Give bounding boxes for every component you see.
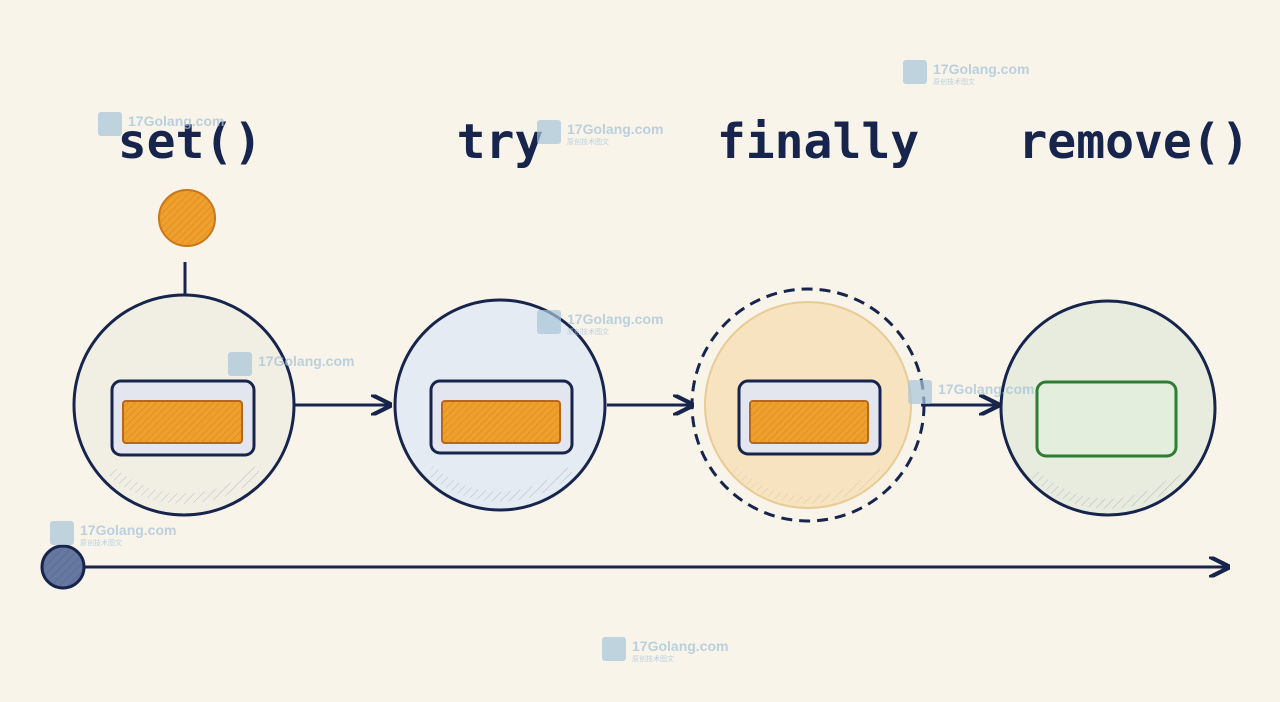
- watermark: 17Golang.com: [228, 352, 354, 376]
- watermark-logo-icon: [537, 310, 561, 334]
- watermark-logo-icon: [228, 352, 252, 376]
- watermark: 17Golang.com 原创技术图文: [903, 60, 1029, 86]
- watermark-logo-icon: [908, 380, 932, 404]
- stage-label-set: set(): [118, 114, 263, 170]
- value-source-dot: [158, 189, 216, 247]
- stage-node-finally: [690, 287, 926, 523]
- svg-text:原创技术图文: 原创技术图文: [632, 654, 674, 663]
- stage-label-finally: finally: [717, 114, 919, 170]
- svg-text:17Golang.com: 17Golang.com: [128, 113, 224, 129]
- svg-text:原创技术图文: 原创技术图文: [567, 137, 609, 146]
- watermark: 17Golang.com 原创技术图文: [537, 310, 663, 336]
- watermark: 17Golang.com 原创技术图文: [602, 637, 728, 663]
- svg-text:17Golang.com: 17Golang.com: [80, 522, 176, 538]
- watermark-logo-icon: [50, 521, 74, 545]
- watermark: 17Golang.com: [98, 112, 224, 136]
- svg-text:17Golang.com: 17Golang.com: [933, 61, 1029, 77]
- svg-text:17Golang.com: 17Golang.com: [567, 121, 663, 137]
- stage-label-remove: remove(): [1018, 114, 1249, 170]
- svg-text:原创技术图文: 原创技术图文: [933, 77, 975, 86]
- timeline-start-dot: [40, 544, 86, 590]
- empty-slot: [1035, 380, 1178, 458]
- watermark: 17Golang.com: [908, 380, 1034, 404]
- stage-node-try: [393, 298, 607, 512]
- svg-text:17Golang.com: 17Golang.com: [938, 381, 1034, 397]
- svg-text:原创技术图文: 原创技术图文: [567, 327, 609, 336]
- svg-text:17Golang.com: 17Golang.com: [632, 638, 728, 654]
- watermark-logo-icon: [98, 112, 122, 136]
- svg-text:17Golang.com: 17Golang.com: [567, 311, 663, 327]
- stage-label-try: try: [457, 114, 544, 170]
- svg-text:原创技术图文: 原创技术图文: [80, 538, 122, 547]
- stage-node-set: [72, 293, 296, 517]
- stage-node-remove: [999, 299, 1217, 517]
- watermark-logo-icon: [903, 60, 927, 84]
- watermark: 17Golang.com 原创技术图文: [537, 120, 663, 146]
- watermark-logo-icon: [537, 120, 561, 144]
- watermark-logo-icon: [602, 637, 626, 661]
- watermark: 17Golang.com 原创技术图文: [50, 521, 176, 547]
- svg-text:17Golang.com: 17Golang.com: [258, 353, 354, 369]
